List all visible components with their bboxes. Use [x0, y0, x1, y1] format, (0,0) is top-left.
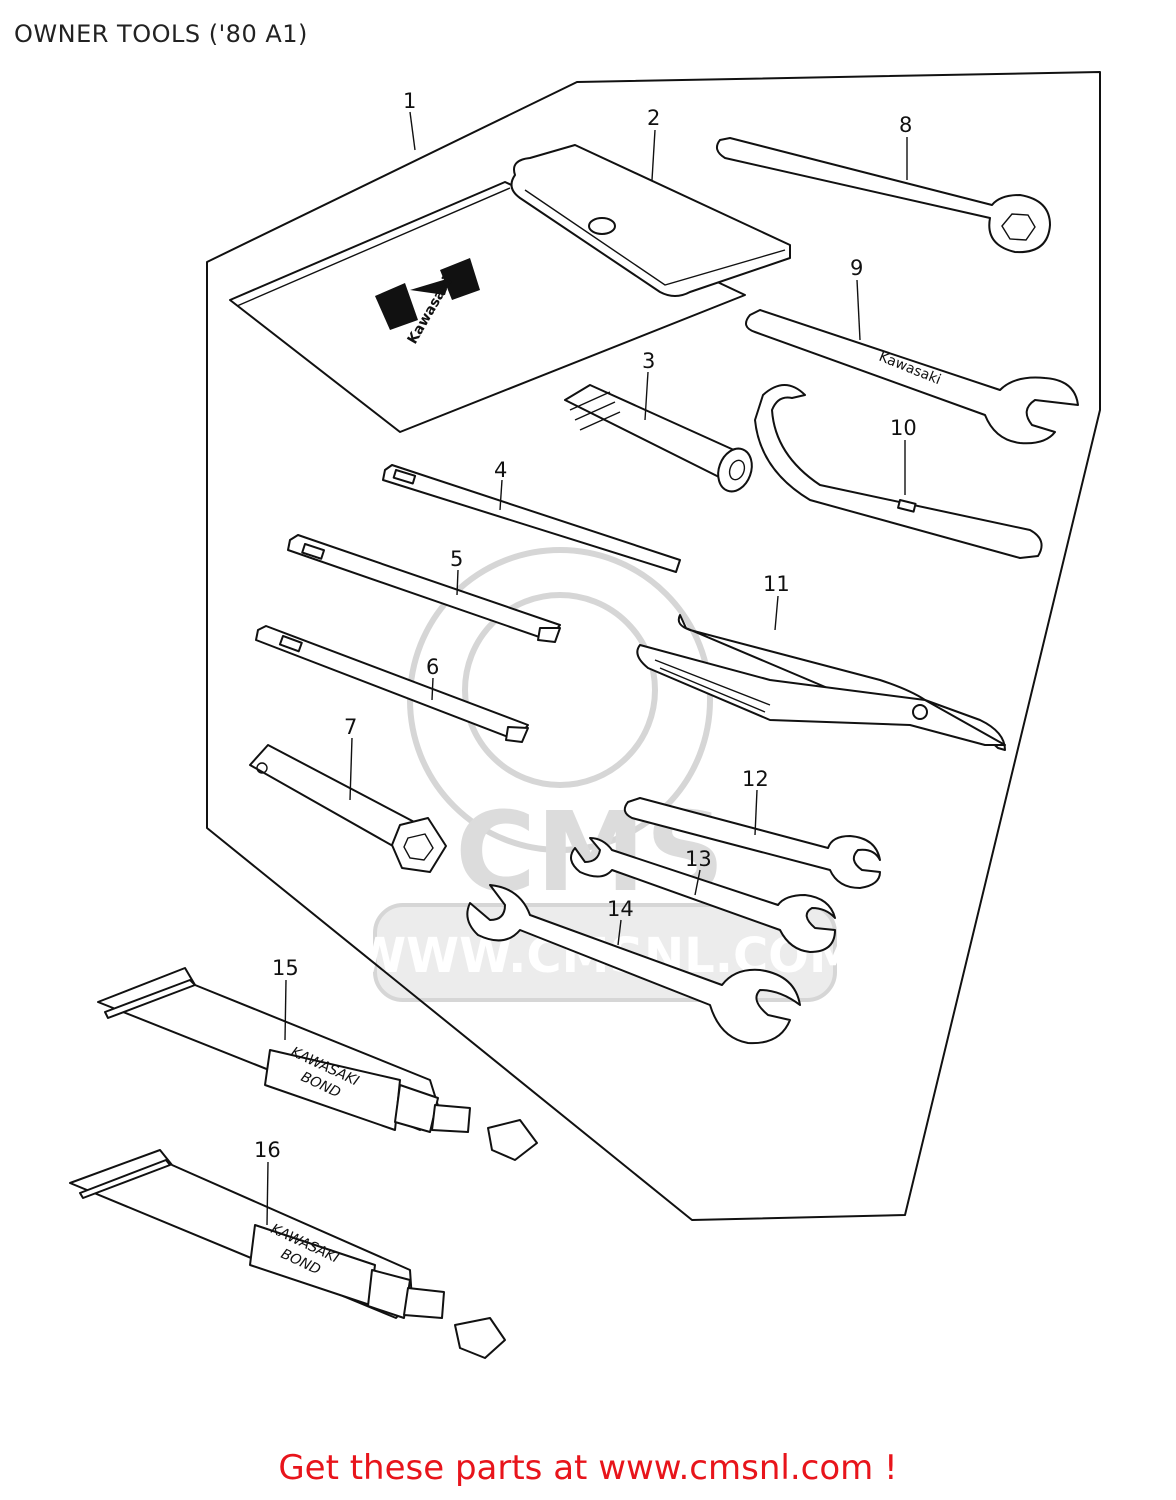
part-16-bond-tube: KAWASAKI BOND [69, 1149, 506, 1359]
callout-lines [266, 111, 908, 1226]
callout-3: 3 [642, 349, 655, 373]
part-3-screwdriver-handle [564, 384, 753, 493]
callout-numbers: 1 2 3 4 5 6 7 8 9 10 11 12 13 14 15 16 [254, 89, 917, 1162]
callout-4: 4 [494, 458, 507, 482]
part-8-box-wrench [715, 137, 1051, 254]
callout-13: 13 [685, 847, 712, 871]
callout-15: 15 [272, 956, 299, 980]
page-title: OWNER TOOLS ('80 A1) [14, 20, 308, 48]
callout-14: 14 [607, 897, 634, 921]
callout-8: 8 [899, 113, 912, 137]
part-4-screwdriver-blade [382, 464, 681, 573]
callout-2: 2 [647, 106, 660, 130]
callout-11: 11 [763, 572, 790, 596]
part-15-bond-tube: KAWASAKI BOND [97, 967, 538, 1161]
callout-12: 12 [742, 767, 769, 791]
part-5-screwdriver-phillips [287, 534, 561, 643]
footer-suffix: ! [873, 1448, 898, 1488]
callout-1: 1 [403, 89, 416, 113]
exploded-parts-diagram: CMS WWW.CMSNL.COM Kawasaki [69, 71, 1101, 1359]
footer-prefix: Get these parts at [278, 1448, 599, 1488]
callout-7: 7 [344, 715, 357, 739]
part-11-pliers [636, 614, 1006, 751]
footer-link[interactable]: www.cmsnl.com [598, 1448, 874, 1488]
parts-group-outline [206, 71, 1101, 1221]
callout-5: 5 [450, 547, 463, 571]
part-14-open-wrench-large [466, 884, 801, 1045]
part-13-open-wrench-medium [570, 837, 836, 953]
callout-6: 6 [426, 655, 439, 679]
callout-10: 10 [890, 416, 917, 440]
callout-9: 9 [850, 256, 863, 280]
callout-16: 16 [254, 1138, 281, 1162]
part-6-screwdriver-phillips [255, 625, 529, 743]
part-2-tool-pouch [510, 144, 791, 297]
part-12-open-wrench-small [623, 797, 881, 889]
footer-promo: Get these parts at www.cmsnl.com ! [0, 1448, 1176, 1488]
part-7-plug-wrench [249, 744, 447, 873]
part-10-hook-spanner [754, 384, 1043, 559]
